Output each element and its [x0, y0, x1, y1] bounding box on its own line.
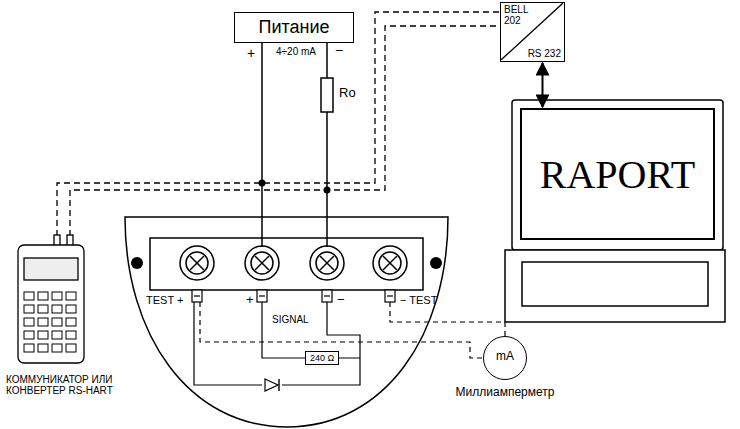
junction-dot [324, 187, 331, 194]
unit-label: mA [484, 349, 526, 363]
power-wire [261, 30, 263, 247]
device-caption: КОММУНИКАТОР ИЛИ КОНВЕРТЕР RS-HART [6, 374, 146, 396]
hart-communicator [18, 235, 84, 363]
laptop-screen: RAPORT [520, 108, 715, 240]
signal-label: SIGNAL [272, 314, 309, 325]
internal-wire [194, 302, 360, 385]
power-wire [326, 30, 328, 247]
data-link-arrow [542, 63, 544, 107]
device-label: Миллиамперметр [456, 385, 555, 399]
test-terminal-label: − TEST [400, 294, 437, 306]
internal-wire [327, 302, 360, 358]
resistor-symbol [321, 78, 333, 112]
program-name: RAPORT [540, 151, 695, 198]
test-terminal-label: TEST + [146, 294, 183, 306]
polarity-sign: + [247, 46, 255, 61]
current-range: 4÷20 mA [272, 46, 320, 57]
milliammeter-circle: mAМиллиамперметр [483, 336, 527, 380]
hart-line [70, 26, 500, 236]
mounting-hole [430, 257, 442, 269]
diode-symbol [262, 378, 282, 392]
polarity-sign: − [337, 293, 345, 307]
resistor-value: 240 Ω [310, 353, 334, 363]
meter-lead [200, 302, 505, 358]
laptop [505, 100, 725, 322]
junction-dot [259, 180, 266, 187]
polarity-sign: + [246, 293, 254, 307]
resistor-symbol: 240 Ω [305, 351, 339, 365]
modem-converter-box: BELL 202 RS 232 [500, 2, 565, 62]
internal-wire [262, 302, 360, 358]
port-label: RS 232 [528, 48, 561, 59]
power-supply-box: Питание [234, 12, 354, 43]
polarity-sign: − [335, 43, 343, 58]
mounting-hole [131, 257, 143, 269]
terminal-tabs [192, 290, 395, 302]
terminal-strip [150, 238, 423, 290]
terminal-screws [180, 246, 407, 280]
hart-line [57, 12, 500, 236]
port-label: BELL 202 [504, 5, 534, 26]
node-title: Питание [258, 17, 329, 38]
resistor-label: Ro [339, 86, 356, 100]
